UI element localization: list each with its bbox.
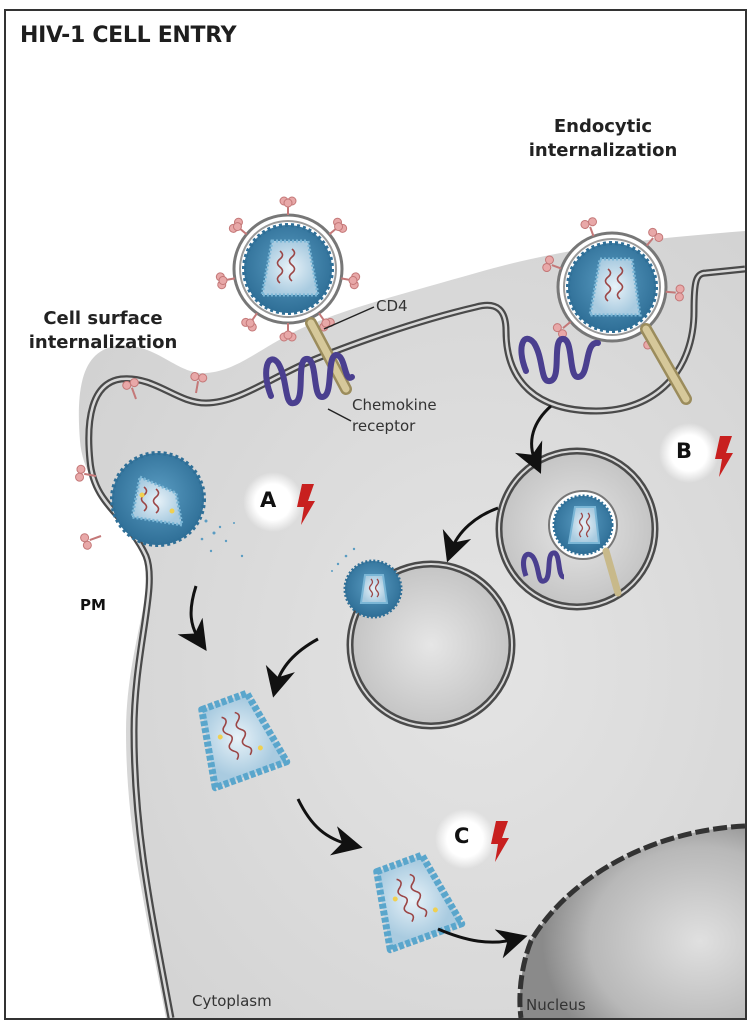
block-bolt-c-icon [491, 821, 509, 862]
endosome-2 [331, 547, 516, 730]
virion-endocytic [542, 217, 685, 350]
virion-cell-surface [110, 451, 206, 547]
step-label-c: C [454, 824, 470, 848]
membrane-spikes [75, 372, 208, 550]
step-label-a: A [260, 488, 277, 512]
virion-free [215, 196, 361, 342]
step-c-glow [435, 809, 495, 869]
label-cd4: CD4 [376, 297, 408, 315]
heading-endocytic-line2: internalization [528, 140, 678, 161]
label-chemokine-receptor: Chemokine receptor [352, 395, 437, 437]
label-nucleus: Nucleus [526, 996, 586, 1014]
heading-endocytic: Endocytic internalization [518, 115, 688, 163]
nucleus [519, 826, 745, 1018]
step-a-glow [243, 472, 303, 532]
arrow-surface-to-capsid [177, 585, 207, 651]
heading-cell-surface-line2: internalization [28, 332, 178, 353]
step-b-glow [659, 423, 719, 483]
step-label-b: B [676, 439, 693, 463]
block-bolt-b-icon [715, 436, 733, 477]
label-chemokine-line1: Chemokine [352, 396, 437, 414]
arrow-capsid-to-capsid [296, 798, 363, 856]
diagram-title: HIV-1 CELL ENTRY [20, 23, 237, 48]
diagram-frame: HIV-1 CELL ENTRY Cell surface internaliz… [4, 9, 747, 1020]
label-cytoplasm: Cytoplasm [192, 992, 272, 1010]
arrow-fusion-to-capsid [265, 637, 319, 698]
cell-entry-diagram [75, 196, 745, 1018]
capsid-2 [373, 851, 466, 954]
endosome-1 [495, 447, 659, 611]
arrow-endosome-to-fusion [442, 506, 499, 563]
chemokine-receptor-endocytic [518, 335, 601, 384]
arrow-pit-to-endosome [514, 404, 552, 474]
release-particles [200, 519, 244, 558]
capsid-1 [198, 689, 291, 792]
label-pm: PM [80, 596, 106, 614]
heading-cell-surface-line1: Cell surface [43, 308, 163, 329]
arrow-to-nucleus [437, 927, 528, 959]
label-chemokine-line2: receptor [352, 417, 416, 435]
heading-endocytic-line1: Endocytic [553, 116, 653, 137]
block-bolt-a-icon [297, 484, 315, 525]
heading-cell-surface: Cell surface internalization [18, 307, 188, 355]
chemokine-receptor [263, 351, 355, 407]
